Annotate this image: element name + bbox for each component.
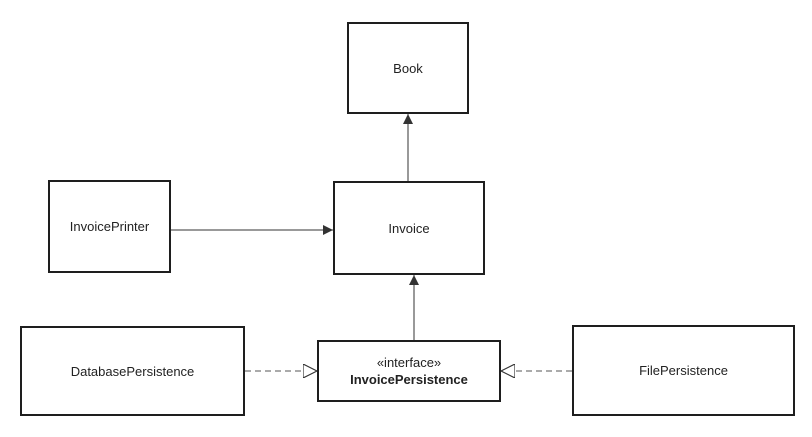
- class-invoice-label: Invoice: [388, 220, 430, 236]
- class-book: Book: [347, 22, 469, 114]
- class-invoice-printer: InvoicePrinter: [48, 180, 171, 273]
- interface-name: InvoicePersistence: [350, 372, 468, 387]
- class-file-persistence: FilePersistence: [572, 325, 795, 416]
- class-invoice-printer-label: InvoicePrinter: [69, 219, 150, 234]
- class-database-persistence-label: DatabasePersistence: [70, 363, 195, 379]
- class-invoice: Invoice: [333, 181, 485, 275]
- interface-invoice-persistence: «interface» InvoicePersistence: [317, 340, 501, 402]
- interface-stereotype: «interface»: [376, 355, 442, 370]
- class-book-label: Book: [393, 60, 423, 76]
- class-file-persistence-label: FilePersistence: [639, 363, 728, 378]
- class-database-persistence: DatabasePersistence: [20, 326, 245, 416]
